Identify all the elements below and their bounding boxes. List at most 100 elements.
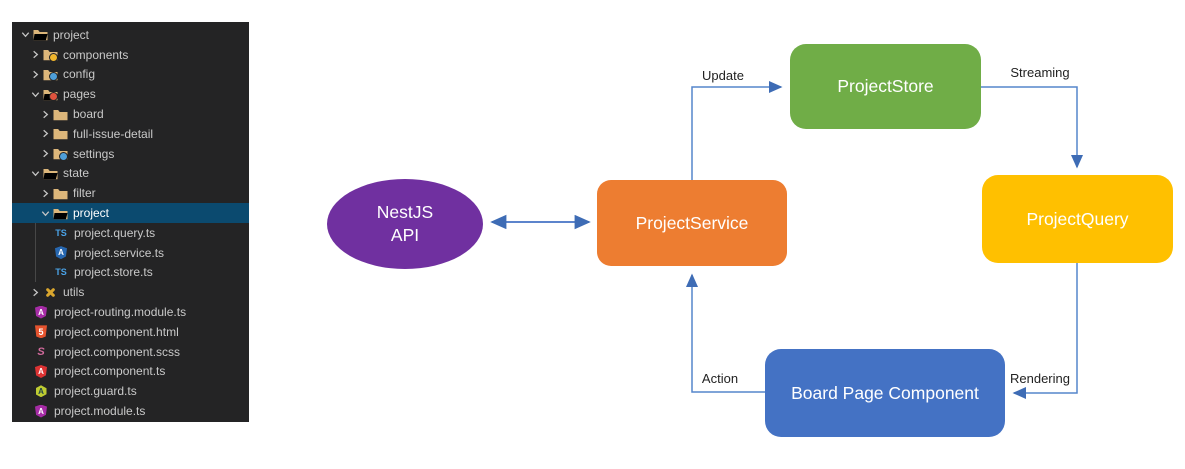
tree-item-filter[interactable]: filter: [12, 183, 249, 203]
html5-icon: 5: [35, 325, 47, 339]
angular-routing-module-icon: A: [35, 305, 47, 319]
tree-item-components[interactable]: components: [12, 45, 249, 65]
file-explorer-panel: project components config pages board fu…: [12, 22, 249, 422]
tree-item-label: project.component.html: [54, 324, 179, 339]
chevron-right-icon: [32, 288, 38, 296]
chevron-toggle[interactable]: [28, 88, 42, 100]
tree-item-project[interactable]: project: [12, 25, 249, 45]
tree-item-label: project.query.ts: [74, 225, 156, 240]
tree-item-label: filter: [73, 186, 96, 201]
folder-badge-icon: [49, 52, 58, 62]
tree-item-label: components: [63, 47, 129, 62]
folder-open-icon: [33, 30, 47, 41]
node-nestjs-api: NestJS API: [327, 179, 483, 269]
folder-badge-icon: [49, 92, 58, 102]
folder-icon: [53, 129, 67, 140]
folder-open-icon: [43, 168, 57, 180]
file-icon-wrap: [42, 48, 58, 62]
edge-update-arrow: [691, 81, 783, 180]
guard-icon: A: [35, 385, 47, 398]
tree-item-label: project.guard.ts: [54, 384, 137, 399]
chevron-right-icon: [42, 130, 48, 138]
node-project-query: ProjectQuery: [982, 175, 1173, 263]
file-icon-wrap: S: [33, 345, 49, 359]
file-icon-wrap: [42, 87, 58, 102]
tree-item-state[interactable]: state: [12, 164, 249, 184]
typescript-icon: TS: [55, 267, 67, 278]
chevron-toggle[interactable]: [38, 187, 52, 199]
file-icon-wrap: TS: [53, 265, 69, 279]
chevron-down-icon: [21, 32, 29, 38]
tree-item-project.query.ts[interactable]: TS project.query.ts: [12, 223, 249, 243]
folder-badge-icon: [49, 72, 58, 82]
file-icon-wrap: A: [53, 246, 69, 260]
chevron-down-icon: [31, 171, 39, 177]
edge-label-update: Update: [702, 68, 744, 83]
tree-item-project.component.html[interactable]: 5 project.component.html: [12, 322, 249, 342]
file-icon-wrap: [42, 285, 58, 299]
node-board-page-component: Board Page Component: [765, 349, 1005, 437]
chevron-toggle[interactable]: [28, 68, 42, 80]
file-icon-wrap: [52, 127, 68, 141]
chevron-right-icon: [42, 110, 48, 118]
tree-item-label: project.store.ts: [74, 265, 153, 280]
chevron-toggle[interactable]: [38, 148, 52, 160]
tree-item-project[interactable]: project: [12, 203, 249, 223]
file-icon-wrap: [32, 28, 48, 42]
typescript-icon: TS: [55, 227, 67, 238]
file-icon-wrap: A: [33, 384, 49, 398]
file-icon-wrap: A: [33, 364, 49, 378]
file-icon-wrap: [42, 67, 58, 82]
folder-badge-icon: [59, 151, 68, 161]
chevron-right-icon: [42, 189, 48, 197]
folder-open-icon: [53, 208, 67, 219]
tree-item-config[interactable]: config: [12, 65, 249, 85]
chevron-toggle[interactable]: [38, 128, 52, 140]
edge-label-action: Action: [701, 371, 739, 386]
angular-module-icon: A: [35, 404, 47, 418]
chevron-toggle[interactable]: [18, 29, 32, 41]
chevron-toggle[interactable]: [28, 49, 42, 61]
sass-icon: S: [37, 345, 45, 358]
tree-item-label: project: [73, 206, 110, 221]
tree-item-label: project.component.scss: [54, 344, 181, 359]
tree-item-label: project.service.ts: [74, 245, 165, 260]
chevron-toggle[interactable]: [38, 207, 52, 219]
angular-component-icon: A: [35, 364, 47, 378]
chevron-right-icon: [42, 149, 48, 158]
tree-item-project.store.ts[interactable]: TS project.store.ts: [12, 263, 249, 283]
chevron-toggle[interactable]: [28, 167, 42, 179]
node-nestjs-api-label: NestJS API: [376, 202, 434, 245]
tree-item-board[interactable]: board: [12, 104, 249, 124]
tree-item-settings[interactable]: settings: [12, 144, 249, 164]
folder-icon: [53, 188, 67, 199]
tree-item-utils[interactable]: utils: [12, 282, 249, 302]
node-project-service: ProjectService: [597, 180, 787, 266]
chevron-down-icon: [31, 92, 39, 98]
file-icon-wrap: 5: [33, 325, 49, 339]
file-icon-wrap: A: [33, 305, 49, 319]
chevron-toggle[interactable]: [28, 286, 42, 298]
file-icon-wrap: A: [33, 404, 49, 418]
tree-item-pages[interactable]: pages: [12, 84, 249, 104]
tree-item-label: config: [63, 67, 96, 82]
tree-item-label: pages: [63, 87, 96, 102]
tree-item-label: state: [63, 166, 90, 181]
chevron-toggle[interactable]: [38, 108, 52, 120]
tree-item-full-issue-detail[interactable]: full-issue-detail: [12, 124, 249, 144]
tree-item-label: project.component.ts: [54, 364, 166, 379]
edge-streaming-arrow: [981, 86, 1083, 169]
file-icon-wrap: [52, 186, 68, 200]
file-icon-wrap: [42, 166, 58, 180]
file-icon-wrap: [52, 107, 68, 121]
tree-item-label: full-issue-detail: [73, 126, 154, 141]
chevron-right-icon: [32, 50, 38, 59]
edge-label-streaming: Streaming: [1010, 65, 1070, 80]
indent-guide-line: [35, 223, 36, 282]
